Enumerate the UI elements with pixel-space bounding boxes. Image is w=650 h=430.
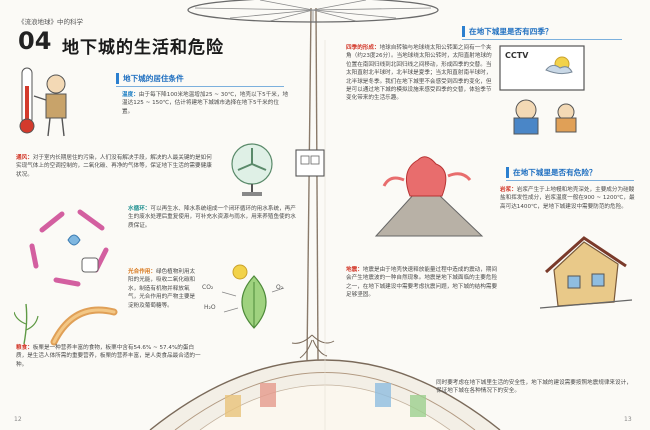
volcano-illustration xyxy=(374,156,484,237)
o2-label: O₂ xyxy=(276,284,284,291)
heading-rule xyxy=(462,39,622,40)
crops-illustration xyxy=(14,303,118,346)
page-number-left: 12 xyxy=(14,416,22,423)
earthquake-paragraph: 地震：地震是由于地壳快速释放能量过程中造成的震动，期间会产生地震波的一种自然现象… xyxy=(346,267,498,299)
page-title: 地下城的生活和危险 xyxy=(62,38,224,58)
living-conditions-heading: 地下城的居住条件 xyxy=(116,73,184,84)
photosynthesis-diagram xyxy=(221,264,285,329)
food-paragraph: 粮食：板栗是一种营养丰富的食物，板栗中含有54.6% ~ 57.4%的蛋白质，是… xyxy=(16,345,201,368)
water-cycle-illustration xyxy=(29,209,109,287)
series-label: 《流浪地球》中的科学 xyxy=(18,18,83,26)
chapter-number: 04 xyxy=(18,27,52,55)
page-number-right: 13 xyxy=(624,416,632,423)
photosynthesis-paragraph: 光合作用：绿色植物利用太阳的光能，吸收二氧化碳和水，制造有机物并释放氧气，光合作… xyxy=(128,269,196,309)
cctv-logo: CCTV xyxy=(505,51,529,60)
thermometer-illustration xyxy=(19,67,67,137)
magma-paragraph: 岩浆：岩浆产生于上地幔和地壳深处，主要成分为硅酸盐和挥发性成分，岩浆温度一般在9… xyxy=(500,187,635,210)
co2-label: CO₂ xyxy=(202,284,214,291)
seasons-paragraph: 四季的形成：地球自转轴与地球绕太阳公转面之间有一个夹角（约23度26分）。当地球… xyxy=(346,45,492,102)
house-earthquake-illustration xyxy=(539,236,633,309)
water-cycle-paragraph: 水循环：可以再生水、降水系统组成一个闭环循环的用水系统，再产生的废水处理后重复使… xyxy=(128,206,296,229)
closing-paragraph: 同时要考虑在地下城里生活的安全性，地下城的建设需要按照地震规律来设计，保证地下城… xyxy=(436,380,632,395)
ventilation-paragraph: 通风：对于室内长期居住的污染，人们没有解决手段，解决的人最关键的是如何实现气体上… xyxy=(16,155,212,178)
heading-rule xyxy=(506,180,634,181)
h2o-label: H₂O xyxy=(204,304,216,311)
tv-weather-illustration xyxy=(499,45,585,135)
temperature-paragraph: 温度：由于每下降100米地温增加25 ~ 30℃，地壳以下5千米，地温达125 … xyxy=(122,92,289,115)
danger-heading: 在地下城里是否有危险？ xyxy=(506,167,597,178)
seasons-heading: 在地下城里是否有四季？ xyxy=(462,26,553,37)
heading-rule xyxy=(116,86,284,87)
fan-illustration xyxy=(231,143,273,196)
